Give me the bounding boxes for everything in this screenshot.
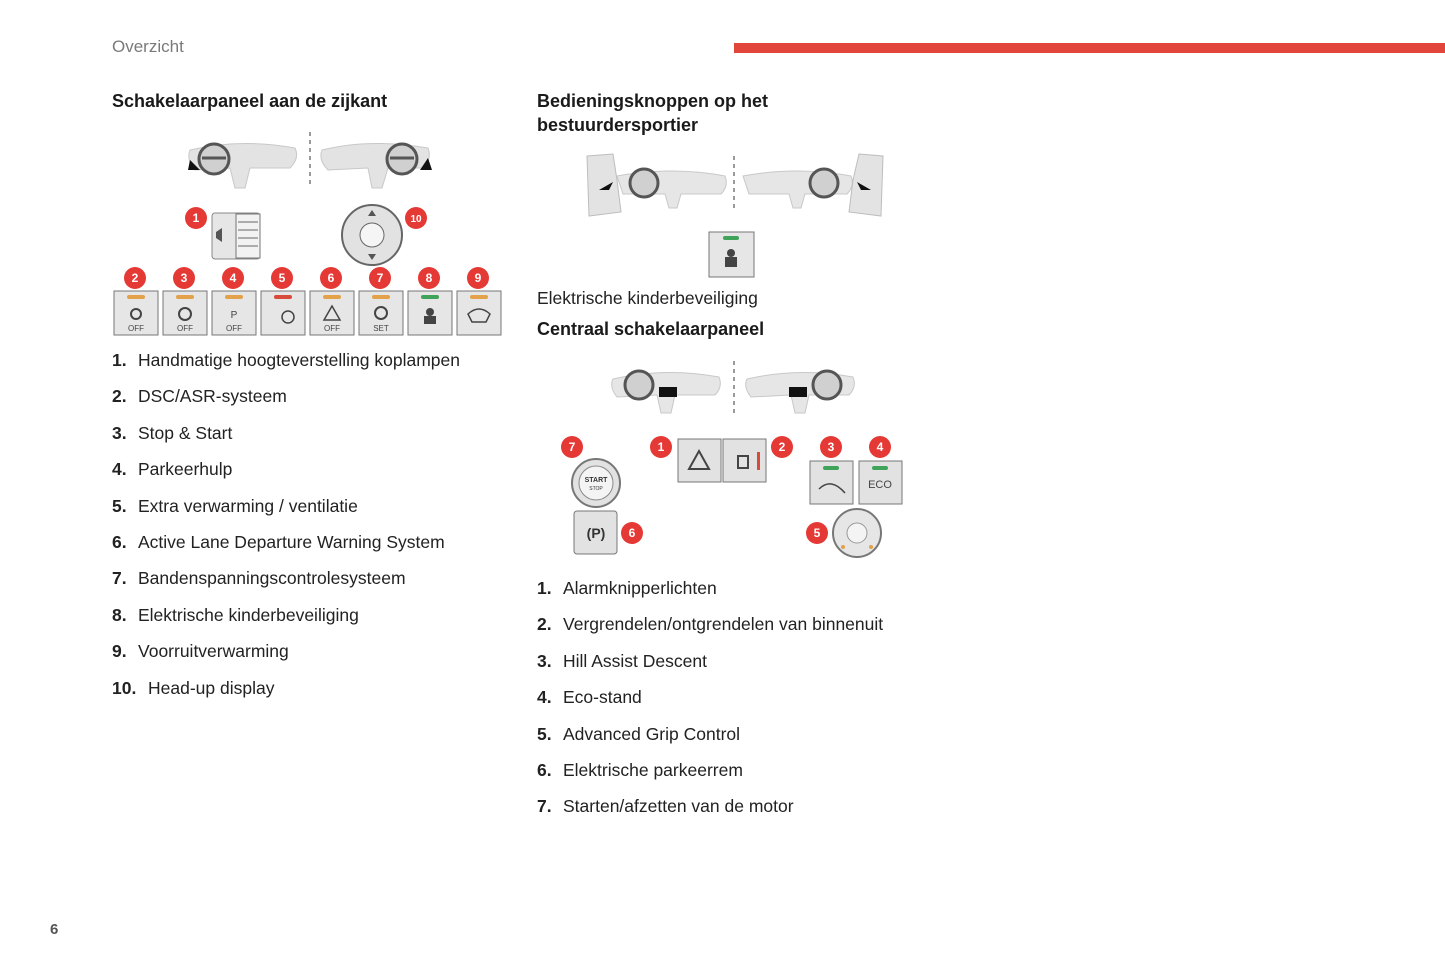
list-item: 3.Stop & Start	[112, 422, 233, 443]
badge-text: 1	[658, 440, 665, 454]
central-switch-panel-figure: START STOP (P) ECO 7 1 2 3 4 5 6	[561, 361, 903, 558]
dashboard-lhd-icon	[188, 142, 298, 189]
badge-text: 1	[193, 211, 200, 225]
badge-text: 9	[475, 271, 482, 285]
badge-1	[650, 436, 672, 458]
list-item: 4.Parkeerhulp	[112, 459, 233, 480]
list-item: 10.Head-up display	[112, 677, 275, 698]
badge-3	[173, 267, 195, 289]
list-item: 8.Elektrische kinderbeveiliging	[112, 604, 359, 625]
badge-9	[467, 267, 489, 289]
door-caption: Elektrische kinderbeveiliging	[537, 288, 758, 308]
list-item: 5.Extra verwarming / ventilatie	[112, 495, 358, 516]
badge-text: 8	[426, 271, 433, 285]
badge-1	[185, 207, 207, 229]
badge-text: 4	[230, 271, 237, 285]
badge-7	[369, 267, 391, 289]
head-up-display-knob	[341, 204, 403, 266]
list-item: 1.Alarmknipperlichten	[537, 578, 717, 598]
door-section-title: Bedieningsknoppen op het bestuurdersport…	[537, 91, 769, 135]
child-lock-switch	[708, 231, 755, 278]
badge-text: 7	[377, 271, 384, 285]
badge-6	[320, 267, 342, 289]
dashboard-rhd-icon	[320, 142, 432, 189]
list-item: 7.Starten/afzetten van de motor	[537, 796, 794, 817]
list-item: 3.Hill Assist Descent	[537, 650, 707, 671]
headlamp-height-switch	[211, 212, 261, 260]
switch-label: OFF	[128, 324, 144, 333]
badge-text: 4	[877, 440, 884, 454]
badge-3	[820, 436, 842, 458]
badge-10	[405, 207, 427, 229]
list-item: 4.Eco-stand	[537, 687, 642, 708]
badge-text: 2	[779, 440, 786, 454]
left-legend-list: 1.Handmatige hoogteverstelling koplampen…	[112, 350, 512, 714]
start-label: START	[585, 477, 609, 484]
page-number: 6	[50, 921, 59, 938]
section-label: Overzicht	[112, 37, 184, 56]
accent-bar	[734, 43, 1445, 53]
badge-2	[124, 267, 146, 289]
stop-label: STOP	[589, 486, 603, 492]
list-item: 2.DSC/ASR-systeem	[112, 386, 287, 407]
list-item: 1.Handmatige hoogteverstelling koplampen	[112, 350, 461, 370]
badge-6	[621, 522, 643, 544]
list-item: 2.Vergrendelen/ontgrendelen van binnenui…	[537, 614, 884, 635]
badge-4	[869, 436, 891, 458]
switch-label: OFF	[324, 324, 340, 333]
badge-text: 3	[828, 440, 835, 454]
center-section-title: Centraal schakelaarpaneel	[537, 319, 765, 339]
switch-label: OFF	[177, 324, 193, 333]
badge-7	[561, 436, 583, 458]
switch-row: P	[113, 290, 502, 336]
switch-label: SET	[373, 324, 389, 333]
badge-text: 2	[132, 271, 139, 285]
badge-text: 5	[814, 526, 821, 540]
badge-text: 6	[629, 526, 636, 540]
side-switch-panel-figure: 1 10 2 3 4 5 6 7 8 9 P OFF OFF OFF OFF S…	[113, 132, 502, 336]
badge-5	[806, 522, 828, 544]
driver-door-figure	[586, 153, 884, 278]
list-item: 6.Elektrische parkeerrem	[537, 759, 743, 780]
eco-label: ECO	[868, 479, 892, 491]
list-item: 6.Active Lane Departure Warning System	[112, 531, 445, 552]
list-item: 5.Advanced Grip Control	[537, 723, 741, 744]
badge-8	[418, 267, 440, 289]
parking-brake-label: (P)	[587, 525, 606, 541]
badge-text: 10	[410, 214, 422, 225]
badge-text: 7	[569, 440, 576, 454]
badge-5	[271, 267, 293, 289]
badge-text: 3	[181, 271, 188, 285]
badge-text: 6	[328, 271, 335, 285]
right-legend-list: 1.Alarmknipperlichten 2.Vergrendelen/ont…	[537, 578, 957, 833]
svg-text:P: P	[231, 310, 238, 321]
badge-2	[771, 436, 793, 458]
left-section-title: Schakelaarpaneel aan de zijkant	[112, 91, 388, 111]
switch-label: OFF	[226, 324, 242, 333]
badge-4	[222, 267, 244, 289]
list-item: 7.Bandenspanningscontrolesysteem	[112, 568, 406, 589]
list-item: 9.Voorruitverwarming	[112, 641, 289, 662]
badge-text: 5	[279, 271, 286, 285]
